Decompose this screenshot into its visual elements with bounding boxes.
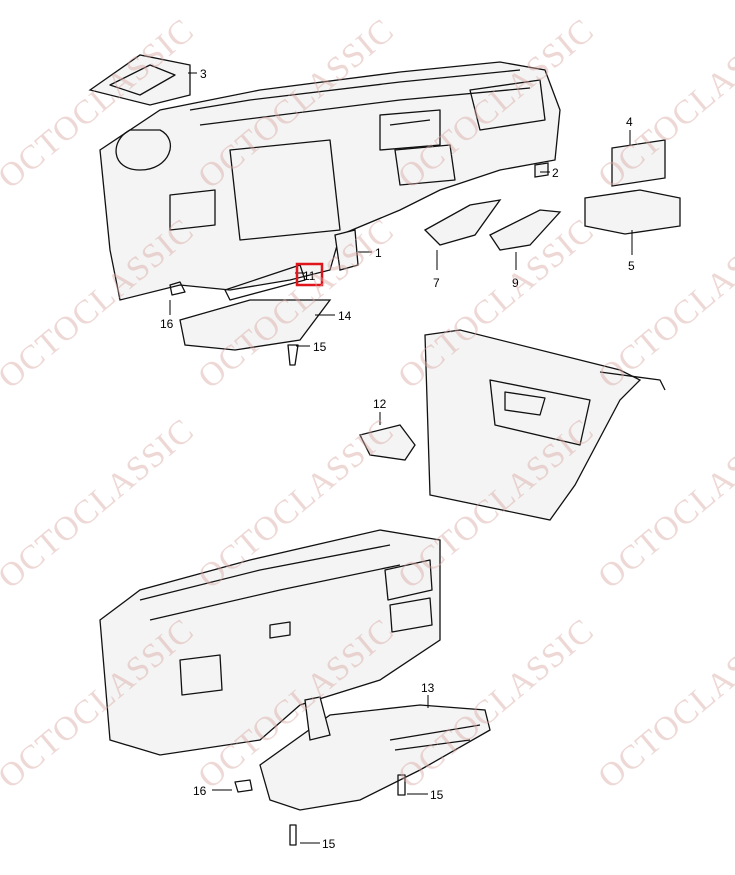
- glovebox-lower-13: [234, 696, 491, 846]
- callout-1: 1: [375, 246, 382, 260]
- callout-13: 13: [421, 681, 435, 695]
- watermark: OCTOCLASSIC: [0, 212, 201, 396]
- watermark: OCTOCLASSIC: [0, 412, 201, 596]
- watermark: OCTOCLASSIC: [591, 212, 735, 396]
- callout-12: 12: [373, 397, 387, 411]
- door-trim-panel: [359, 329, 666, 521]
- dashboard-upper: [99, 61, 561, 301]
- callout-15: 15: [313, 340, 327, 354]
- leader-lines: [169, 72, 633, 844]
- highlight-box: [295, 262, 324, 287]
- speaker-cover-3: [88, 54, 191, 106]
- dashboard-lower: [99, 529, 441, 756]
- glovebox-upper-14: [169, 264, 332, 366]
- callout-9: 9: [512, 276, 519, 290]
- parts-right: [334, 139, 681, 271]
- callout-11[interactable]: 11: [303, 269, 316, 283]
- callout-5: 5: [628, 259, 635, 273]
- callout-15-lower-right: 15: [430, 788, 444, 802]
- callout-15-lower-left: 15: [322, 837, 336, 851]
- callout-7: 7: [433, 276, 440, 290]
- callout-16: 16: [160, 317, 174, 331]
- callout-2: 2: [552, 166, 559, 180]
- callout-14: 14: [338, 309, 352, 323]
- watermark: OCTOCLASSIC: [591, 612, 735, 796]
- callout-3: 3: [200, 67, 207, 81]
- watermark: OCTOCLASSIC: [591, 412, 735, 596]
- callout-16-lower: 16: [193, 784, 207, 798]
- callout-4: 4: [626, 115, 633, 129]
